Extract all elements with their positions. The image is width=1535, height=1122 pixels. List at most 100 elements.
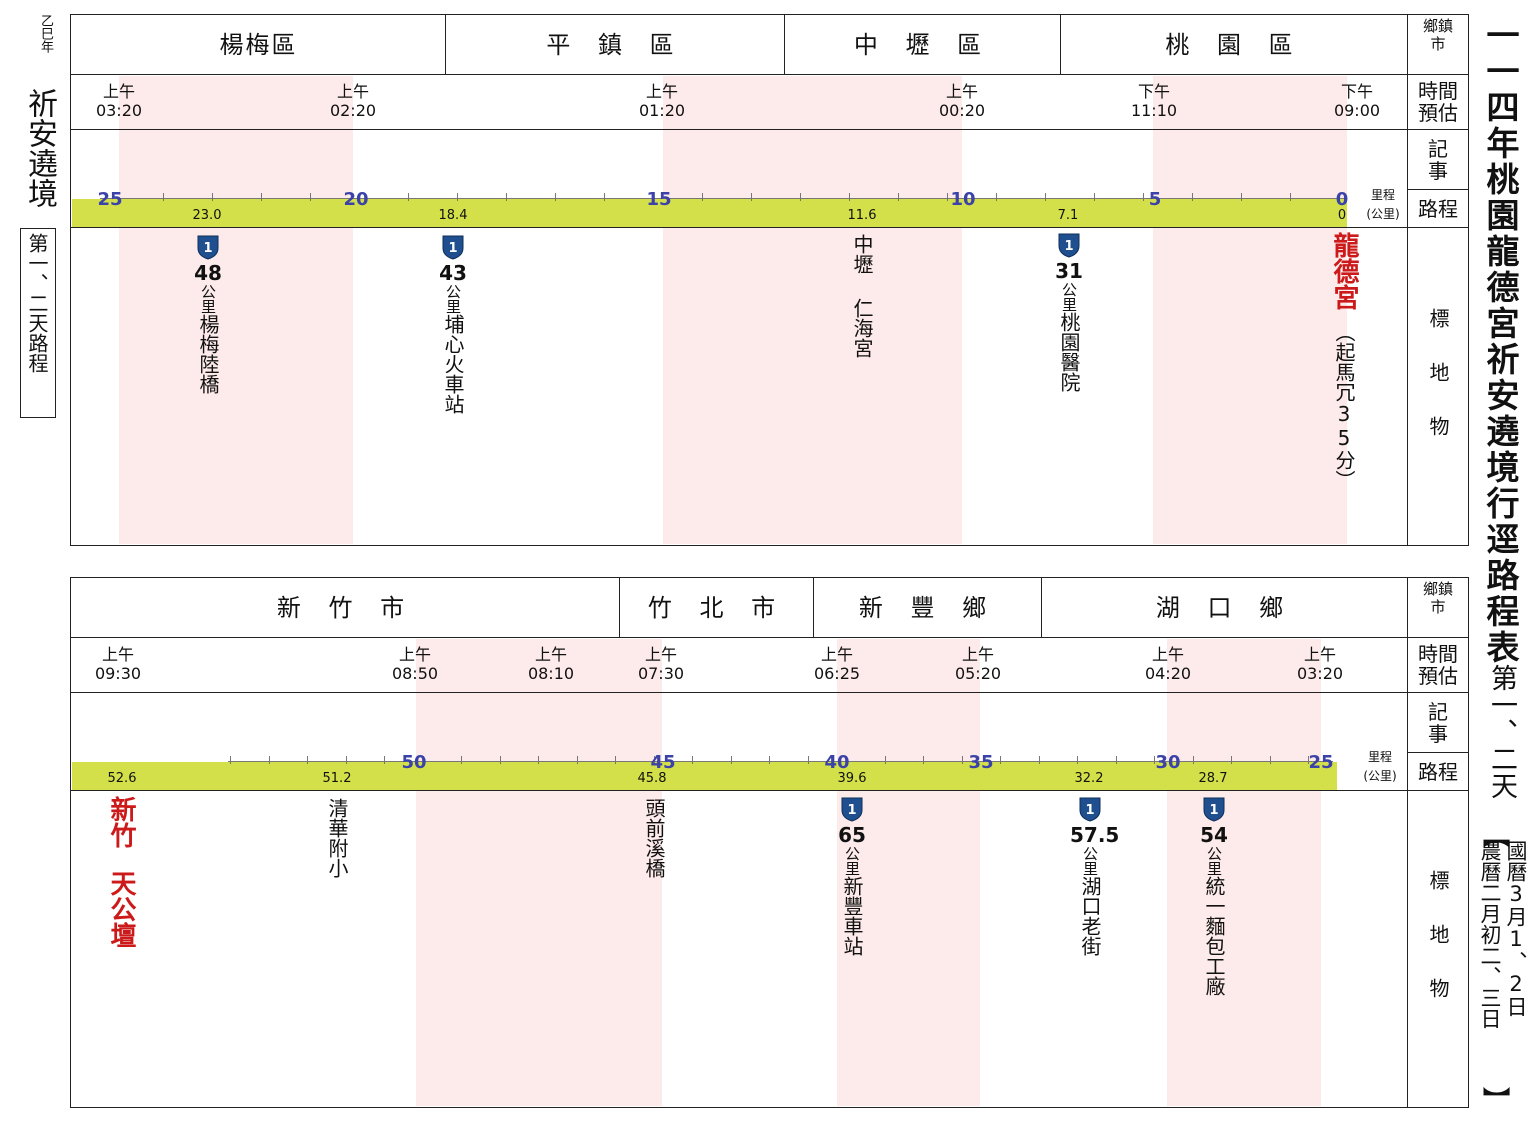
- landmark-km: 57.5: [1070, 823, 1120, 847]
- km-tick: [422, 756, 424, 764]
- row-label-district: 鄉鎮市: [1423, 17, 1454, 53]
- unit-label: 里程(公里): [1356, 748, 1404, 786]
- left-subtitle: 第一、二天路程: [25, 233, 49, 373]
- km-tick: [1231, 756, 1232, 764]
- district-name: 竹 北 市: [647, 594, 786, 622]
- landmark-km: 65: [838, 823, 866, 847]
- row-label-time: 時間預估: [1418, 642, 1458, 688]
- district-divider: [445, 14, 446, 74]
- km-tick: [849, 193, 850, 201]
- km-mark: 15: [646, 189, 672, 210]
- left-subtitle-box: 第一、二天路程: [20, 228, 56, 418]
- km-mark: 0: [1335, 189, 1349, 210]
- route-km-value: 18.4: [438, 208, 468, 223]
- row-label-landmark: 標地物: [1426, 308, 1450, 470]
- row-divider: [70, 637, 1469, 638]
- unit-label-1: 里程: [1370, 188, 1395, 202]
- svg-text:1: 1: [1085, 803, 1094, 818]
- shade-band: [1153, 76, 1347, 544]
- district-name: 新 豐 鄉: [858, 594, 997, 622]
- km-tick: [702, 193, 703, 201]
- km-mark: 35: [968, 752, 994, 773]
- time-period: 下午: [1137, 82, 1170, 101]
- main-title: 一一四年桃園龍德宮祈安遶境行逕路程表: [1481, 18, 1520, 666]
- km-mark: 30: [1155, 752, 1181, 773]
- landmark-name: 中壢 仁海宮: [850, 234, 874, 358]
- row-label-landmark: 標地物: [1426, 870, 1450, 1032]
- time-value: 07:30: [637, 664, 685, 683]
- district-divider: [1060, 14, 1061, 74]
- km-tick: [769, 756, 770, 764]
- time-period: 上午: [102, 82, 135, 101]
- district-divider: [1041, 577, 1042, 637]
- landmark-longde-temple: 龍德宮 ︵起馬冗35分︶: [1324, 232, 1364, 490]
- landmark-unit: 公里: [1205, 846, 1223, 876]
- km-tick: [1077, 756, 1078, 764]
- landmark-unit: 公里: [843, 846, 861, 876]
- row-divider: [1407, 752, 1469, 753]
- km-tick: [653, 193, 654, 201]
- km-mark: 20: [343, 189, 369, 210]
- landmark-name: 湖口老街: [1078, 876, 1102, 956]
- km-tick: [846, 756, 847, 764]
- landmark-name-2: 天公壇: [106, 870, 136, 948]
- time-period: 下午: [1340, 82, 1373, 101]
- km-tick: [653, 756, 655, 764]
- km-mark: 25: [97, 189, 123, 210]
- km-tick: [898, 193, 899, 201]
- km-tick: [807, 756, 809, 764]
- svg-text:1: 1: [448, 241, 457, 256]
- km-axis-line: [228, 761, 1333, 762]
- row-label-route: 路程: [1418, 197, 1458, 221]
- time-value: 03:20: [95, 101, 143, 120]
- km-tick: [1241, 193, 1242, 201]
- route-km-value: 11.6: [847, 208, 877, 223]
- time-value: 08:50: [391, 664, 439, 683]
- route-bar: [72, 762, 1337, 790]
- km-tick: [1308, 756, 1309, 764]
- row-divider: [70, 129, 1469, 130]
- km-tick: [538, 756, 539, 764]
- route-km-value: 39.6: [837, 771, 867, 786]
- time-value: 09:00: [1333, 101, 1381, 120]
- landmark-name: 龍德宮: [1329, 232, 1359, 310]
- km-tick: [555, 193, 556, 201]
- time-period: 上午: [945, 82, 978, 101]
- unit-label-2: (公里): [1363, 769, 1397, 783]
- landmark-note: ︵起馬冗35分︶: [1332, 322, 1356, 490]
- km-mark: 45: [650, 752, 676, 773]
- district-name: 平 鎮 區: [546, 31, 684, 59]
- row-label-notes: 記事: [1428, 137, 1448, 183]
- km-tick: [1269, 756, 1271, 764]
- km-tick: [1000, 756, 1001, 764]
- unit-label: 里程(公里): [1360, 186, 1406, 224]
- date-gregorian: 國曆3月1、2日: [1504, 840, 1528, 1017]
- col-divider: [1407, 14, 1408, 546]
- km-mark: 50: [401, 752, 427, 773]
- landmark-name: 新豐車站: [840, 876, 864, 956]
- time-value: 06:25: [813, 664, 861, 683]
- district-name: 湖 口 鄉: [1155, 594, 1294, 622]
- km-tick: [1045, 193, 1046, 201]
- svg-text:1: 1: [1209, 803, 1218, 818]
- route-km-value: 45.8: [637, 771, 667, 786]
- km-tick: [692, 756, 693, 764]
- row-label-notes: 記事: [1428, 700, 1448, 746]
- time-period: 上午: [534, 645, 567, 664]
- km-mark: 10: [950, 189, 976, 210]
- time-value: 08:10: [527, 664, 575, 683]
- shade-band: [663, 76, 962, 544]
- landmark-unit: 公里: [1060, 282, 1078, 312]
- landmark-taoyuan-hospital: 1 31 公里 桃園醫院: [1049, 232, 1089, 392]
- km-tick: [1290, 193, 1291, 201]
- km-tick: [800, 193, 801, 201]
- district-name: 桃 園 區: [1165, 31, 1303, 59]
- km-tick: [1115, 756, 1117, 764]
